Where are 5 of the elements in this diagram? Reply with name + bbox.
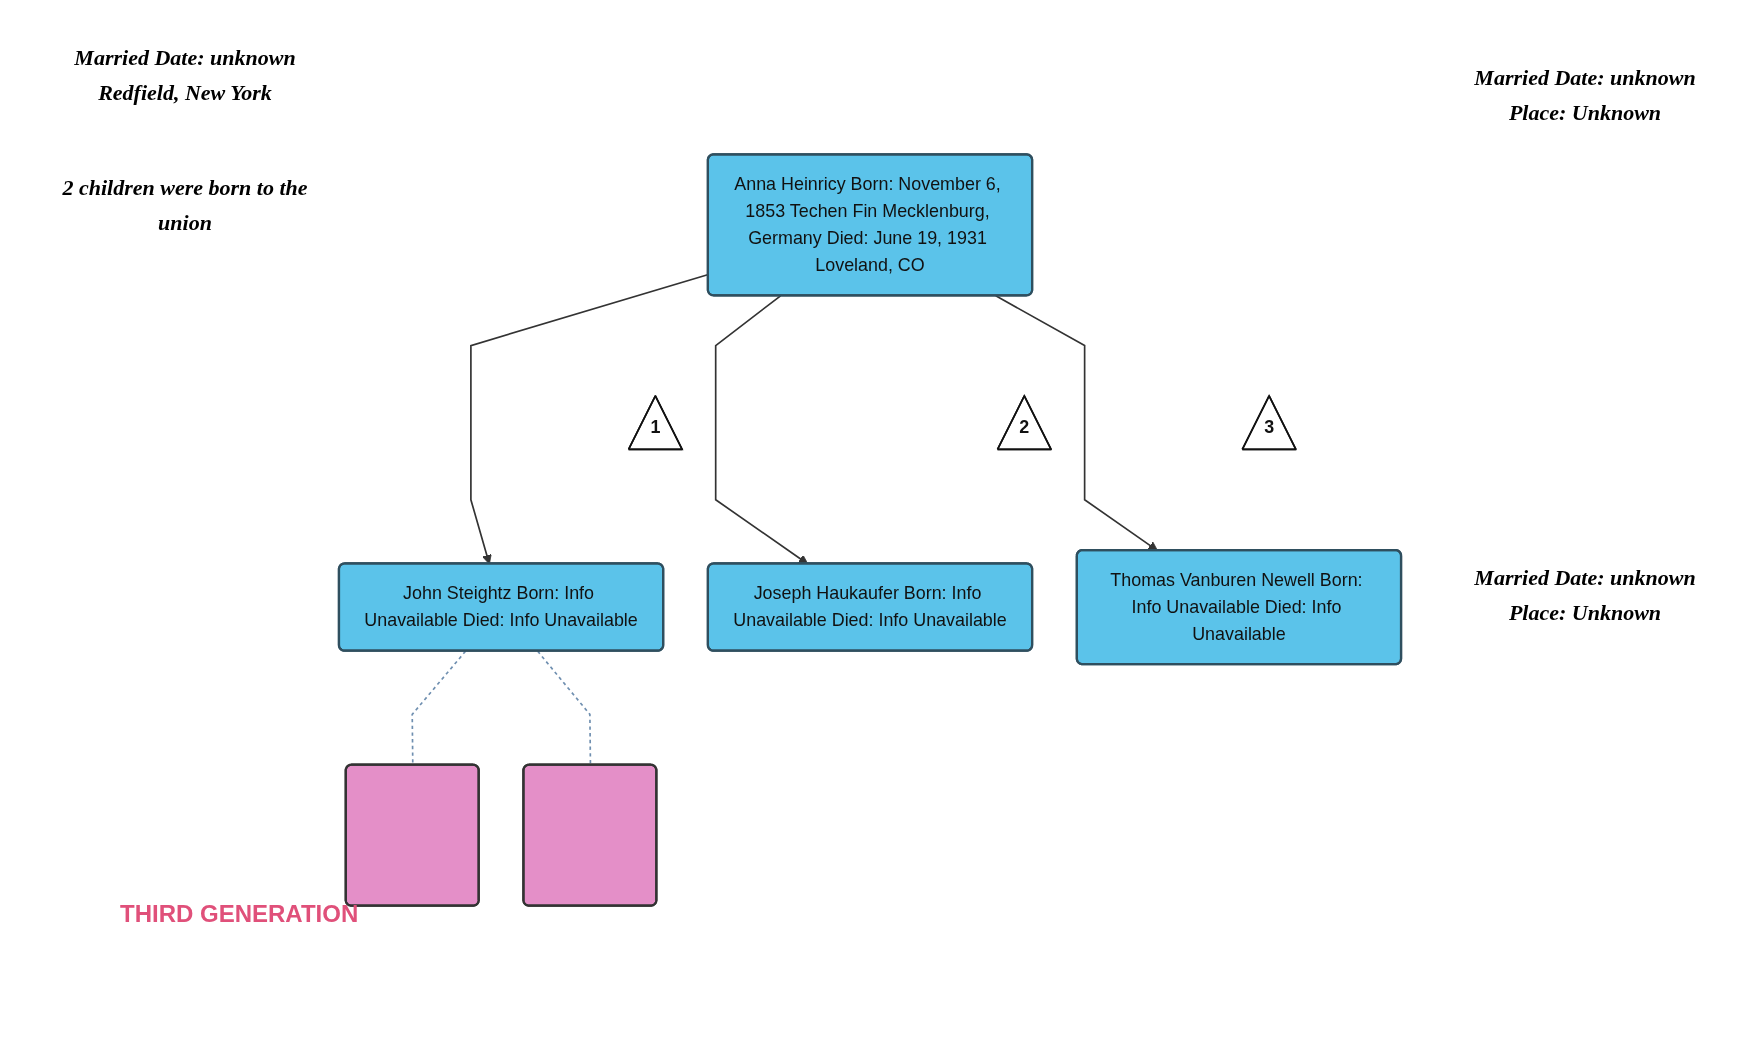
marriage-note: Married Date: unknown Place: Unknown: [1473, 64, 1697, 128]
marriage-note: 2 children were born to the union: [61, 174, 309, 238]
marriage-note: Married Date: unknown Place: Unknown: [1473, 564, 1697, 628]
generation-heading: THIRD GENERATION: [120, 900, 359, 928]
marriage-note: Married Date: unknown Redfield, New York: [73, 44, 297, 108]
